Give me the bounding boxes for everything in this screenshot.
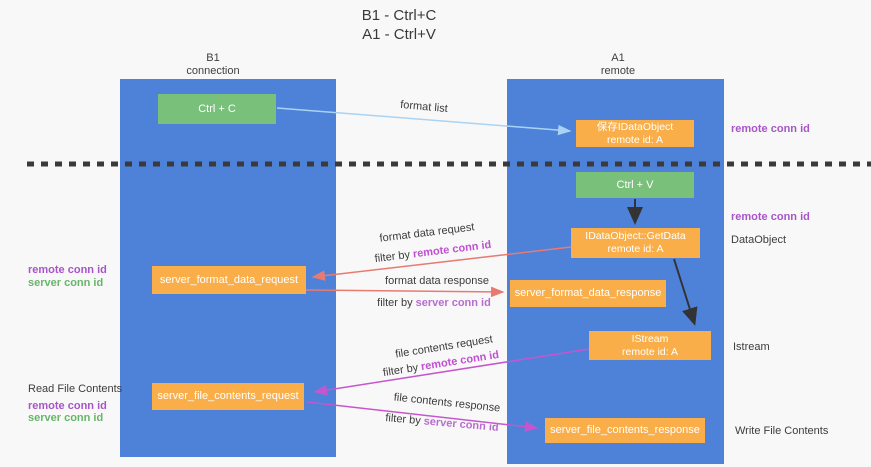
box-server-format-data-response: server_format_data_response: [510, 280, 666, 307]
lane-a1-role: remote: [600, 65, 636, 77]
side-label-group-format: remote conn id server conn id: [28, 264, 107, 289]
server-file-contents-response-label: server_file_contents_response: [550, 424, 700, 436]
istream-line2: remote id: A: [621, 345, 679, 358]
box-idataobject-getdata: IDataObject::GetData remote id: A: [571, 228, 700, 258]
lane-b1-role: connection: [186, 65, 240, 77]
side-label-dataobject: DataObject: [731, 234, 787, 246]
side-label-write-file-contents: Write File Contents: [735, 425, 829, 437]
box-ctrl-v: Ctrl + V: [576, 172, 694, 198]
filter-by-prefix: filter by: [384, 412, 422, 428]
lane-b1-name: B1: [206, 52, 220, 64]
filter-key-server-conn-id: server conn id: [415, 297, 491, 309]
box-server-file-contents-request: server_file_contents_request: [152, 383, 304, 410]
filter-by-prefix: filter by: [382, 361, 420, 380]
side-label-group-file: Read File Contents remote conn id server…: [28, 383, 122, 425]
getdata-line1: IDataObject::GetData: [585, 230, 686, 242]
box-save-idataobject: 保存IDataObject remote id: A: [576, 120, 694, 147]
filter-by-prefix: filter by: [374, 248, 411, 266]
flow-label-file-contents-response: file contents response: [393, 391, 501, 415]
filter-key-server-conn-id: server conn id: [423, 415, 500, 434]
flow-label-format-list: format list: [399, 98, 449, 116]
box-server-format-data-request: server_format_data_request: [152, 266, 306, 294]
lane-header-b1: B1 connection: [158, 52, 268, 78]
left-server-conn-id-file: server conn id: [28, 412, 104, 424]
left-server-conn-id-format: server conn id: [28, 276, 104, 289]
server-format-data-response-label: server_format_data_response: [514, 287, 662, 299]
save-idataobject-line1: 保存IDataObject: [596, 120, 674, 133]
filter-key-remote-conn-id: remote conn id: [412, 238, 492, 261]
side-label-remote-conn-id-mid: remote conn id: [731, 211, 810, 223]
filter-by-prefix: filter by: [377, 297, 413, 309]
diagram-title: B1 - Ctrl+C A1 - Ctrl+V: [299, 6, 499, 44]
box-ctrl-c: Ctrl + C: [158, 94, 276, 124]
side-label-remote-conn-id-top: remote conn id: [731, 123, 810, 135]
side-label-istream: Istream: [733, 341, 770, 353]
flow-label-format-data-request: format data request: [378, 221, 476, 245]
left-remote-conn-id-file: remote conn id: [28, 399, 107, 412]
box-istream: IStream remote id: A: [589, 331, 711, 360]
server-format-data-request-label: server_format_data_request: [159, 273, 299, 286]
read-file-contents-label: Read File Contents: [28, 383, 123, 395]
flow-label-format-data-response: format data response: [385, 275, 489, 287]
left-remote-conn-id-format: remote conn id: [28, 264, 107, 276]
save-idataobject-line2: remote id: A: [606, 133, 664, 146]
lane-header-a1: A1 remote: [563, 52, 673, 78]
ctrl-c-label: Ctrl + C: [198, 102, 236, 115]
lane-a1-name: A1: [611, 52, 625, 64]
title-line-1: B1 - Ctrl+C: [361, 7, 437, 24]
box-server-file-contents-response: server_file_contents_response: [545, 418, 705, 443]
server-file-contents-request-label: server_file_contents_request: [157, 390, 299, 402]
istream-line1: IStream: [631, 332, 669, 345]
title-line-2: A1 - Ctrl+V: [362, 26, 436, 43]
getdata-line2: remote id: A: [607, 243, 664, 255]
ctrl-v-label: Ctrl + V: [616, 178, 654, 191]
